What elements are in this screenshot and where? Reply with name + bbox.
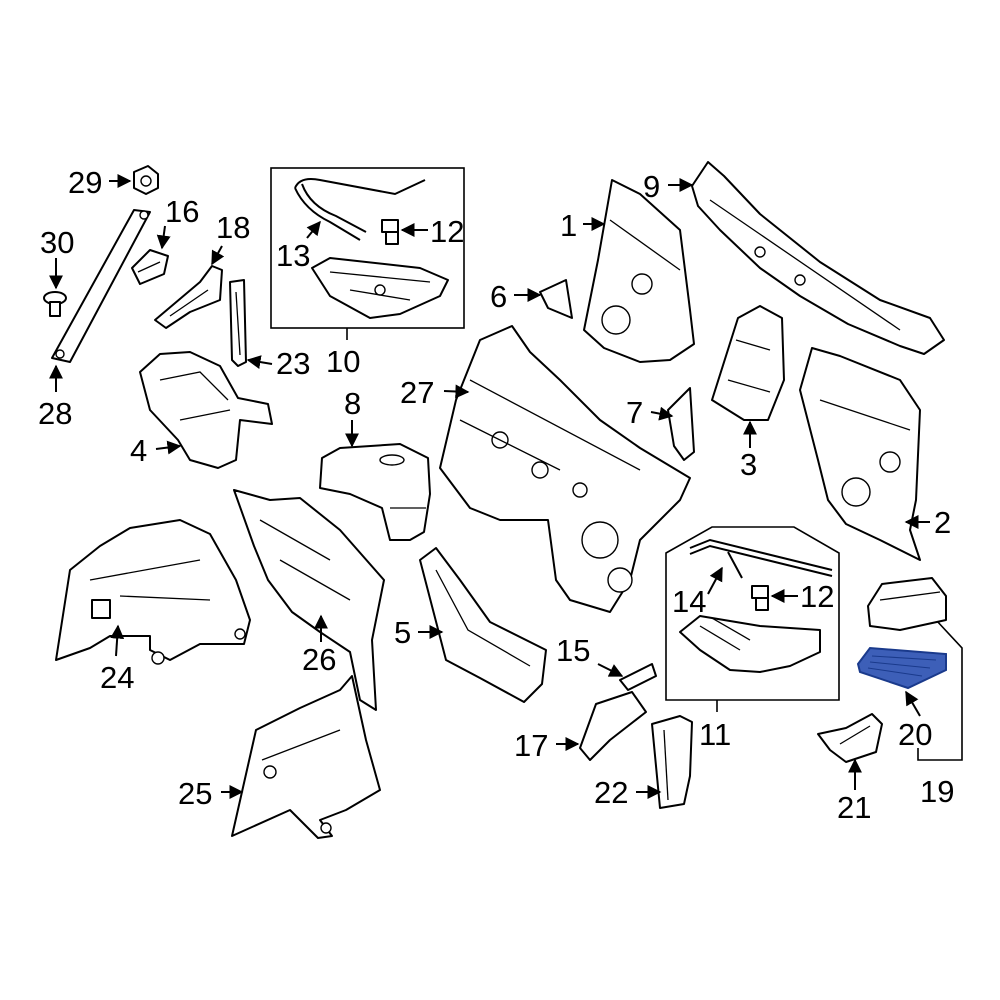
label-24: 24 — [100, 660, 134, 695]
part-12-clip-upper[interactable] — [381, 219, 399, 245]
label-3: 3 — [740, 447, 757, 482]
part-16-bracket[interactable] — [131, 249, 169, 285]
part-24-wheelhouse[interactable] — [55, 519, 251, 665]
part-6-bracket[interactable] — [539, 279, 573, 319]
part-12-clip-lower[interactable] — [751, 585, 769, 611]
label-14: 14 — [672, 584, 706, 619]
part-5-rail[interactable] — [419, 547, 547, 703]
part-20-cabin-filter[interactable] — [856, 646, 947, 690]
part-11-cowl-panel[interactable] — [679, 615, 821, 673]
label-12-lower: 12 — [800, 579, 834, 614]
part-7-bracket[interactable] — [667, 387, 695, 461]
label-4: 4 — [130, 433, 147, 468]
bracket-19 — [917, 619, 963, 761]
group-box-11 — [665, 526, 840, 701]
label-18: 18 — [216, 210, 250, 245]
part-4-housing[interactable] — [139, 351, 273, 469]
part-14-seal[interactable] — [689, 538, 833, 579]
part-27-firewall[interactable] — [439, 325, 691, 613]
label-26: 26 — [302, 642, 336, 677]
label-10: 10 — [326, 344, 360, 379]
part-28-strut-bar[interactable] — [51, 209, 151, 363]
label-21: 21 — [837, 790, 871, 825]
part-9-cowl[interactable] — [691, 161, 945, 355]
label-5: 5 — [394, 615, 411, 650]
label-20: 20 — [898, 717, 932, 752]
part-13-seal[interactable] — [294, 178, 426, 241]
leader-arrows — [49, 174, 930, 799]
part-10-cowl-panel[interactable] — [311, 257, 449, 319]
part-22-duct[interactable] — [651, 715, 693, 809]
part-17-bracket[interactable] — [579, 691, 647, 761]
label-29: 29 — [68, 165, 102, 200]
part-8-cover[interactable] — [319, 443, 431, 541]
label-28: 28 — [38, 396, 72, 431]
part-2-insulator[interactable] — [799, 347, 921, 561]
label-13: 13 — [276, 238, 310, 273]
part-19-filter-housing[interactable] — [867, 577, 947, 631]
label-9: 9 — [643, 169, 660, 204]
label-11: 11 — [699, 717, 731, 752]
label-2: 2 — [934, 505, 951, 540]
label-7: 7 — [626, 395, 643, 430]
label-22: 22 — [594, 775, 628, 810]
label-27: 27 — [400, 375, 434, 410]
part-29-nut[interactable] — [133, 165, 159, 195]
part-15-bracket[interactable] — [619, 663, 657, 691]
label-8: 8 — [344, 386, 361, 421]
part-30-bolt[interactable] — [43, 291, 67, 317]
part-18-bracket[interactable] — [154, 265, 223, 329]
label-1: 1 — [560, 208, 577, 243]
callout-labels: 29 30 28 16 18 23 13 12 10 4 8 24 26 25 … — [38, 165, 954, 825]
label-19: 19 — [920, 774, 954, 809]
label-17: 17 — [514, 728, 548, 763]
group-box-10 — [270, 167, 465, 329]
part-26-apron[interactable] — [233, 489, 385, 711]
label-30: 30 — [40, 225, 74, 260]
label-25: 25 — [178, 776, 212, 811]
label-6: 6 — [490, 279, 507, 314]
label-23: 23 — [276, 346, 310, 381]
part-23-brace[interactable] — [229, 279, 247, 367]
label-16: 16 — [165, 194, 199, 229]
label-15: 15 — [556, 633, 590, 668]
part-3-pad[interactable] — [711, 305, 785, 421]
part-1-insulator[interactable] — [583, 179, 695, 363]
label-12-upper: 12 — [430, 214, 464, 249]
part-21-cover[interactable] — [817, 713, 883, 763]
part-25-panel[interactable] — [231, 675, 381, 839]
